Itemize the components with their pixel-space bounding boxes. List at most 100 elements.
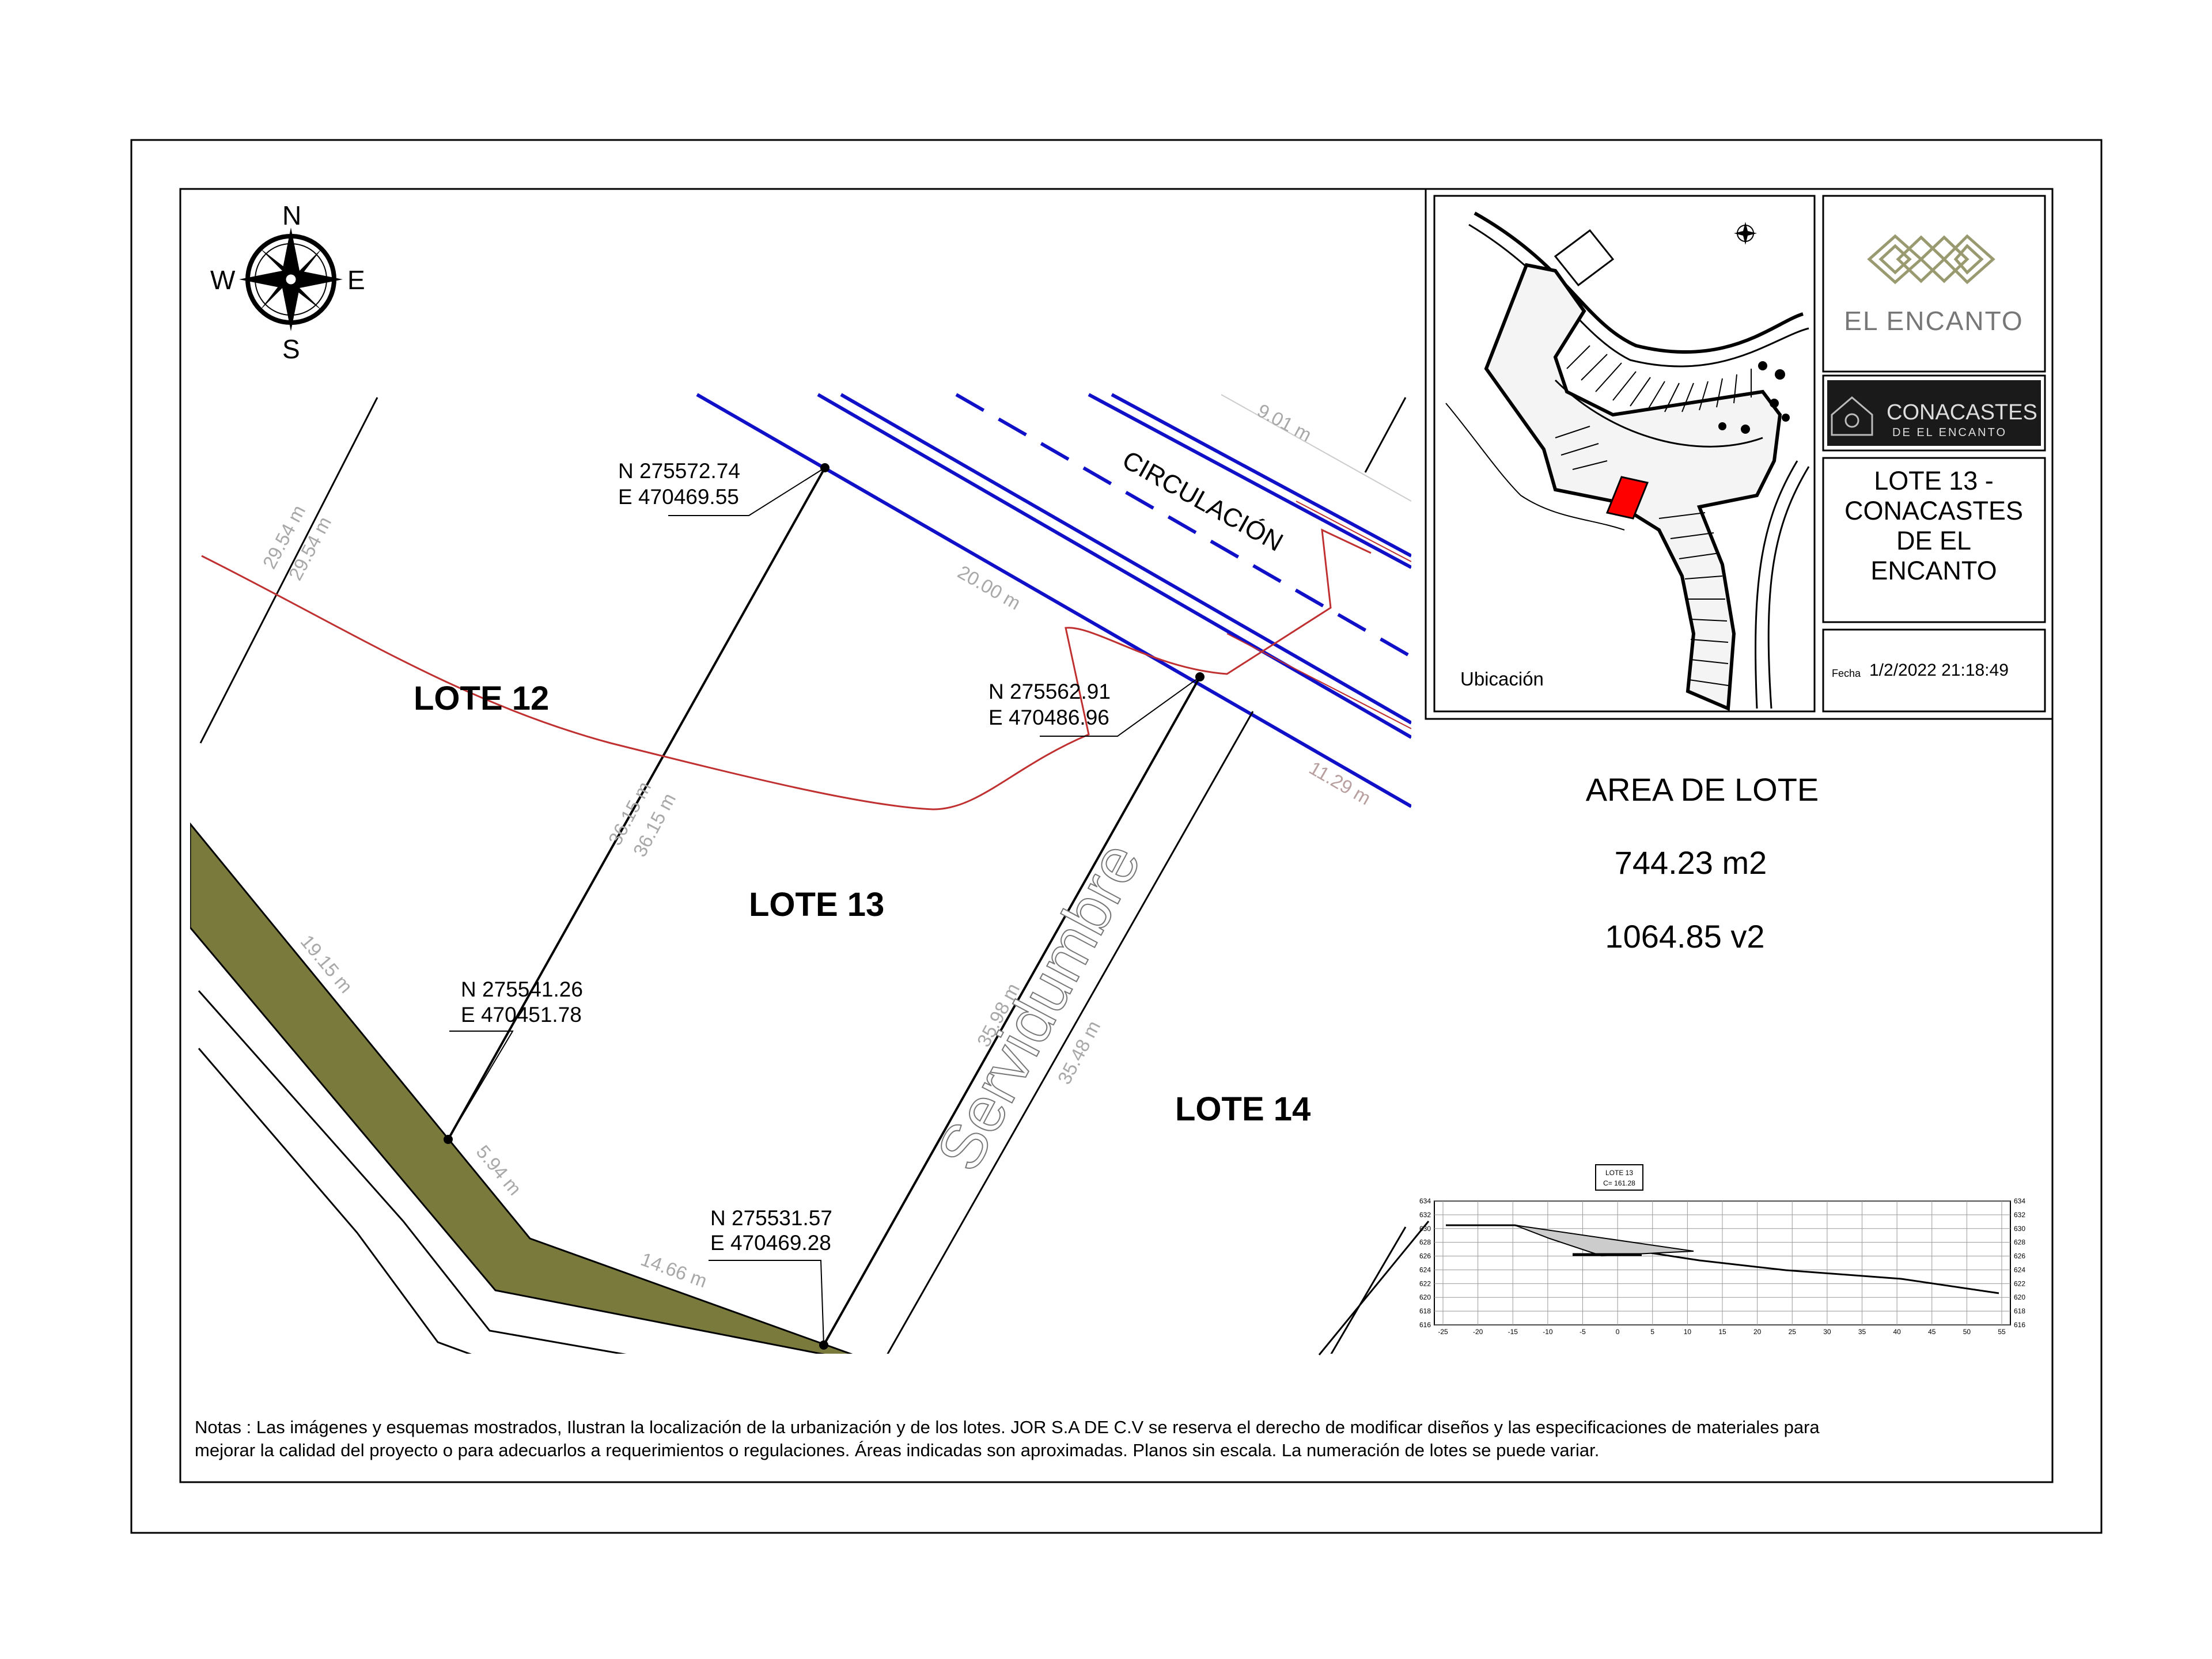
coord-3-e: E 470451.78 (461, 1003, 582, 1027)
lot-title-line-1: LOTE 13 - (1874, 466, 1994, 495)
notes-block: Notas : Las imágenes y esquemas mostrado… (195, 1417, 1820, 1460)
coord-2-n: N 275562.91 (988, 680, 1111, 703)
profile-y-tick: 622 (1419, 1279, 1431, 1287)
profile-y-tick: 626 (1419, 1252, 1431, 1260)
profile-cut-fill (1514, 1225, 1694, 1257)
profile-y-tick: 634 (1419, 1197, 1431, 1205)
brand-logo-frame (1822, 195, 2046, 373)
profile-x-tick: -10 (1543, 1328, 1553, 1336)
coord-4-n: N 275531.57 (710, 1206, 832, 1230)
date-value: 1/2/2022 21:18:49 (1869, 661, 2009, 680)
lot12-13-boundary (447, 467, 826, 1140)
date-frame (1822, 628, 2046, 713)
profile-y-tick: 632 (2014, 1211, 2025, 1219)
top-right-boundary (1364, 397, 1407, 473)
conacastes-frame (1822, 374, 2046, 452)
compass-east: E (347, 265, 365, 295)
map-road-outer (1474, 211, 1804, 354)
creek-line-1 (198, 990, 627, 1354)
lot14-east-boundary (1330, 1226, 1407, 1354)
road-line-1 (696, 393, 1411, 808)
leader-3 (448, 1031, 514, 1140)
profile-x-tick: 50 (1963, 1328, 1971, 1336)
leader-1 (668, 467, 825, 516)
dim-9-01: 9.01 m (1254, 400, 1315, 446)
compass-north: N (282, 200, 301, 230)
lot-title-line-4: ENCANTO (1870, 556, 1997, 585)
easement-label: Servidumbre (923, 831, 1154, 1181)
easement-boundary (887, 711, 1254, 1354)
conacastes-house-icon (1831, 396, 1873, 436)
profile-y-tick: 620 (2014, 1293, 2025, 1301)
profile-y-tick: 616 (2014, 1321, 2025, 1329)
profile-x-tick: 30 (1823, 1328, 1831, 1336)
profile-y-tick: 634 (2014, 1197, 2025, 1205)
conacastes-logo-box: CONACASTES DE EL ENCANTO (1822, 374, 2046, 452)
terrain-line-2 (1226, 633, 1411, 729)
profile-x-tick: 20 (1753, 1328, 1762, 1336)
profile-y-tick: 616 (1419, 1321, 1431, 1329)
profile-x-tick: 35 (1858, 1328, 1866, 1336)
profile-x-tick: 5 (1650, 1328, 1654, 1336)
notes-line-1: Notas : Las imágenes y esquemas mostrado… (195, 1417, 1820, 1437)
compass-center (284, 272, 298, 286)
outer-frame (130, 139, 2103, 1534)
leader-2 (1040, 676, 1200, 737)
date-label: Fecha (1832, 668, 1861, 679)
profile-x-tick: 45 (1928, 1328, 1936, 1336)
creek-line-2 (198, 1048, 472, 1354)
profile-header-line2: C= 161.28 (1603, 1179, 1635, 1187)
area-v2: 1064.85 v2 (1605, 918, 1764, 955)
profile-y-tick: 622 (2014, 1279, 2025, 1287)
map-trees (1718, 361, 1790, 434)
lot13-label: LOTE 13 (749, 886, 884, 923)
profile-y-tick: 620 (1419, 1293, 1431, 1301)
date-box: Fecha 1/2/2022 21:18:49 (1822, 628, 2046, 713)
profile-y-tick: 626 (2014, 1252, 2025, 1260)
leader-4 (709, 1260, 824, 1346)
profile-x-tick: -15 (1508, 1328, 1518, 1336)
coord-2-e: E 470486.96 (988, 706, 1109, 729)
lot-title-line-3: DE EL (1896, 526, 1971, 555)
profile-y-tick: 628 (1419, 1238, 1431, 1247)
area-m2: 744.23 m2 (1615, 844, 1767, 881)
lot-title-box: LOTE 13 - CONACASTES DE EL ENCANTO (1822, 457, 2046, 623)
inner-frame (179, 188, 2054, 1483)
profile-x-tick: 15 (1718, 1328, 1726, 1336)
slope-band (190, 822, 853, 1354)
lot-title-frame (1822, 457, 2046, 623)
conacastes-main-text: CONACASTES (1887, 400, 2037, 425)
profile-section: LOTE 13 C= 161.28 6346326306286266246226… (1318, 1164, 2025, 1355)
brand-logo-box: EL ENCANTO (1822, 195, 2046, 373)
el-encanto-logo-text: EL ENCANTO (1844, 306, 2023, 336)
profile-y-tick: 630 (2014, 1225, 2025, 1233)
notes-line-2: mejorar la calidad del proyecto o para a… (195, 1440, 1599, 1460)
area-title: AREA DE LOTE (1586, 771, 1819, 808)
profile-x-tick: 40 (1893, 1328, 1901, 1336)
dim-20-00: 20.00 m (955, 561, 1025, 614)
map-mini-compass-icon (1734, 222, 1757, 245)
profile-header-line1: LOTE 13 (1605, 1169, 1633, 1177)
profile-x-tick: 25 (1789, 1328, 1797, 1336)
conacastes-sub-text: DE EL ENCANTO (1892, 426, 2007, 439)
coord-1-e: E 470469.55 (618, 485, 739, 509)
profile-header-box (1595, 1164, 1643, 1191)
road-edge-grey (1221, 394, 1411, 502)
map-top-block (1554, 229, 1615, 287)
coord-4-e: E 470469.28 (710, 1231, 831, 1255)
location-map: Ubicación (1433, 195, 1816, 713)
map-river (1445, 403, 1625, 531)
compass-west: W (210, 265, 236, 295)
coord-3-n: N 275541.26 (461, 978, 583, 1001)
profile-x-tick: -20 (1473, 1328, 1483, 1336)
lot14-label: LOTE 14 (1175, 1090, 1310, 1128)
map-lot13-highlight (1605, 476, 1649, 520)
lot-title-line-2: CONACASTES (1844, 496, 2023, 525)
title-block-frame (1425, 188, 2054, 720)
profile-x-tick: -25 (1438, 1328, 1448, 1336)
profile-y-tick: 632 (1419, 1211, 1431, 1219)
profile-y-tick: 618 (2014, 1307, 2025, 1315)
